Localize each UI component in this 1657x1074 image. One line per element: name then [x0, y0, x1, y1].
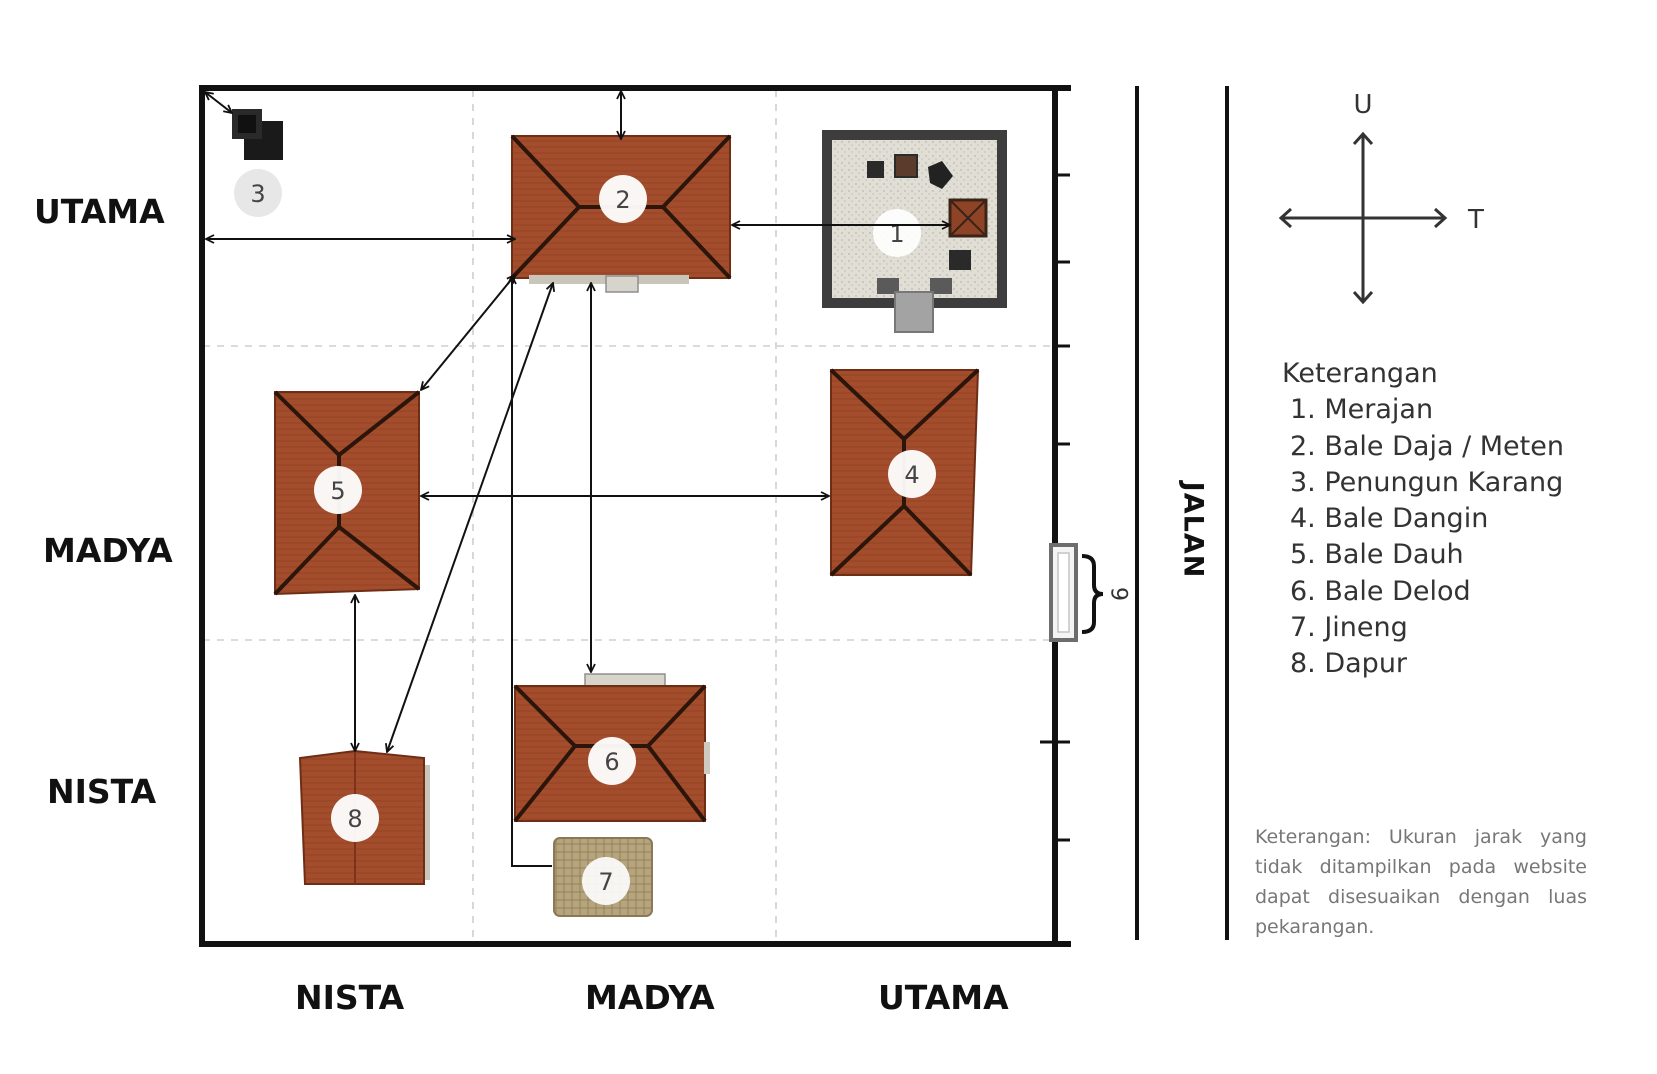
building-1-merajan: 1 — [822, 130, 1007, 333]
column-label-nista: NISTA — [295, 978, 405, 1017]
building-number-7: 7 — [598, 868, 613, 896]
compass-east-label: T — [1467, 205, 1484, 235]
legend: Keterangan 1. Merajan 2. Bale Daja / Met… — [1282, 356, 1564, 683]
building-7-jineng: 7 — [553, 837, 653, 917]
compass-icon — [1278, 131, 1448, 305]
legend-item: 8. Dapur — [1290, 648, 1408, 680]
row-label-utama: UTAMA — [34, 192, 165, 231]
row-label-madya: MADYA — [43, 531, 173, 570]
building-number-5: 5 — [330, 477, 345, 505]
column-label-madya: MADYA — [585, 978, 715, 1017]
building-number-8: 8 — [347, 805, 362, 833]
road-label: JALAN — [1177, 481, 1209, 579]
compass-north-label: U — [1353, 90, 1372, 120]
building-number-2: 2 — [615, 186, 630, 214]
arrow-2-to-7 — [512, 276, 552, 867]
building-5-bale-dauh: 5 — [273, 390, 421, 596]
gate-number: 9 — [1106, 587, 1131, 601]
building-number-6: 6 — [604, 748, 619, 776]
building-8-dapur: 8 — [298, 749, 430, 885]
legend-list: 1. Merajan 2. Bale Daja / Meten 3. Penun… — [1282, 392, 1564, 682]
arrow-corner-to-3 — [205, 92, 232, 113]
legend-title: Keterangan — [1282, 358, 1438, 389]
building-4-bale-dangin: 4 — [829, 368, 980, 577]
legend-item: 5. Bale Dauh — [1290, 539, 1464, 571]
building-3-penungun-karang: 3 — [232, 109, 283, 217]
legend-item: 3. Penungun Karang — [1290, 466, 1564, 498]
legend-item: 1. Merajan — [1290, 394, 1434, 426]
site-boundary — [199, 85, 1071, 947]
gate-icon — [1049, 543, 1078, 642]
distance-note: Keterangan: Ukuran jarak yang tidak dita… — [1255, 826, 1587, 938]
row-label-nista: NISTA — [47, 772, 157, 811]
column-label-utama: UTAMA — [878, 978, 1009, 1017]
legend-item: 7. Jineng — [1290, 612, 1408, 644]
legend-item: 4. Bale Dangin — [1290, 503, 1489, 535]
building-number-4: 4 — [904, 461, 919, 489]
building-2-bale-daja: 2 — [510, 134, 732, 293]
arrow-2-to-5 — [421, 275, 515, 390]
building-number-3: 3 — [250, 180, 265, 208]
legend-item: 2. Bale Daja / Meten — [1290, 430, 1564, 462]
gate-brace — [1081, 554, 1104, 634]
legend-item: 6. Bale Delod — [1290, 575, 1471, 607]
building-6-bale-delod: 6 — [513, 673, 710, 823]
distance-arrows — [205, 91, 950, 867]
arrow-2-to-8 — [387, 283, 553, 752]
